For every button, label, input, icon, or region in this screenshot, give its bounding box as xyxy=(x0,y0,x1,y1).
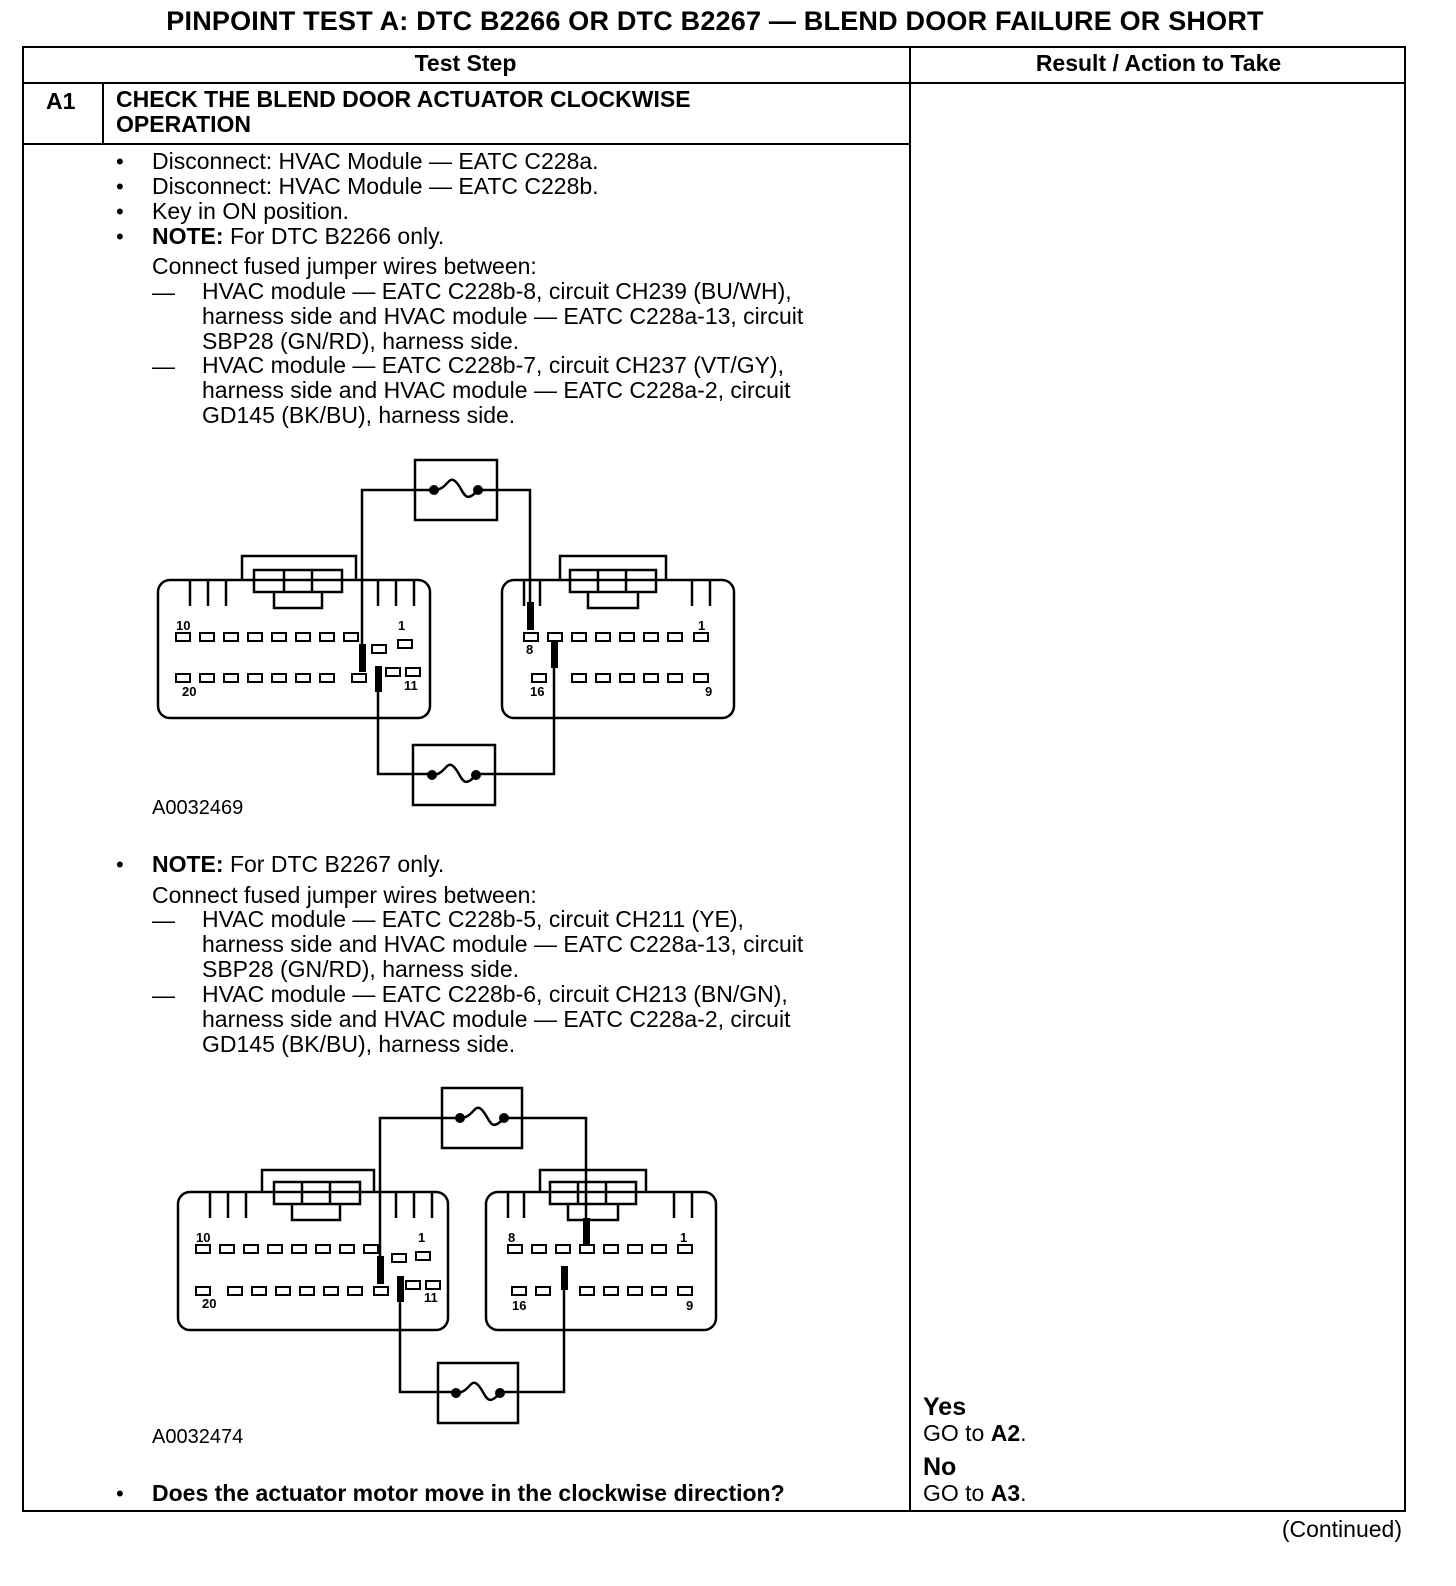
pin-label: 8 xyxy=(508,1230,515,1245)
bullet: • xyxy=(116,852,124,877)
page-title: PINPOINT TEST A: DTC B2266 OR DTC B2267 … xyxy=(166,6,1264,36)
pin-label: 1 xyxy=(398,618,405,633)
continued-label: (Continued) xyxy=(1281,1516,1402,1542)
instruction-key-on: Key in ON position. xyxy=(152,198,349,224)
wire-spec-line: harness side and HVAC module — EATC C228… xyxy=(202,377,791,403)
connector-c228b-outline xyxy=(484,1190,718,1332)
bullet: • xyxy=(116,174,124,199)
pin-label: 9 xyxy=(686,1298,693,1313)
wire-spec-line: harness side and HVAC module — EATC C228… xyxy=(202,931,804,957)
pin-label: 11 xyxy=(424,1290,438,1305)
wire-spec-line: harness side and HVAC module — EATC C228… xyxy=(202,303,804,329)
result-yes-label: Yes xyxy=(923,1393,967,1421)
wire-spec-line: SBP28 (GN/RD), harness side. xyxy=(202,956,520,982)
dash: — xyxy=(152,907,175,933)
bullet: • xyxy=(116,199,124,224)
jumper-wire-2 xyxy=(398,1272,566,1394)
connector-c228b-outline xyxy=(500,578,736,720)
connect-instruction: Connect fused jumper wires between: xyxy=(152,882,537,908)
pin-label: 16 xyxy=(512,1298,526,1313)
dash: — xyxy=(152,353,175,379)
latch-window xyxy=(252,568,344,594)
action-prefix: GO to xyxy=(923,1480,991,1506)
note-label: NOTE: xyxy=(152,851,224,877)
action-prefix: GO to xyxy=(923,1420,991,1446)
step-title: CHECK THE BLEND DOOR ACTUATOR CLOCKWISE … xyxy=(116,87,876,137)
header-divider xyxy=(22,82,1406,84)
wire-spec-line: GD145 (BK/BU), harness side. xyxy=(202,1031,516,1057)
dash: — xyxy=(152,279,175,305)
goto-a3-link[interactable]: A3 xyxy=(990,1480,1021,1506)
goto-a2-link[interactable]: A2 xyxy=(990,1420,1021,1446)
jumper-wire-1 xyxy=(378,1116,588,1270)
note-b2266: NOTE: For DTC B2266 only. xyxy=(152,224,444,249)
connector-latch xyxy=(240,554,358,580)
step-title-divider xyxy=(22,143,911,145)
result-no-label: No xyxy=(923,1453,957,1481)
connect-instruction: Connect fused jumper wires between: xyxy=(152,253,537,279)
pin-label: 1 xyxy=(680,1230,687,1245)
connector-c228a-outline xyxy=(176,1190,450,1332)
wire-spec-line: HVAC module — EATC C228b-7, circuit CH23… xyxy=(202,352,784,378)
pin-label: 20 xyxy=(182,684,196,699)
pin-label: 10 xyxy=(196,1230,210,1245)
header-result: Result / Action to Take xyxy=(1035,50,1282,76)
bullet: • xyxy=(116,224,124,249)
figure-id: A0032474 xyxy=(152,1426,244,1448)
header-test-step: Test Step xyxy=(414,50,517,76)
step-title-line: CHECK THE BLEND DOOR ACTUATOR CLOCKWISE xyxy=(116,86,691,112)
step-id: A1 xyxy=(46,88,76,114)
connector-c228a-outline xyxy=(156,578,432,720)
pin-label: 1 xyxy=(698,618,705,633)
wire-spec-line: HVAC module — EATC C228b-5, circuit CH21… xyxy=(202,906,744,932)
step-id-divider xyxy=(102,82,104,144)
wiring-diagram-b2266: 10 1 20 11 8 1 16 9 xyxy=(156,458,736,807)
note-b2267: NOTE: For DTC B2267 only. xyxy=(152,852,444,877)
test-table xyxy=(22,46,1406,1512)
pin-label: 11 xyxy=(404,678,418,693)
bullet: • xyxy=(116,1481,124,1506)
action-suffix: . xyxy=(1020,1480,1027,1506)
pin-label: 16 xyxy=(530,684,544,699)
pin-label: 9 xyxy=(705,684,712,699)
bullet: • xyxy=(116,149,124,174)
result-no-action: GO to A3. xyxy=(923,1480,1027,1507)
instruction-disconnect-b: Disconnect: HVAC Module — EATC C228b. xyxy=(152,173,599,199)
dash: — xyxy=(152,982,175,1008)
note-text: For DTC B2266 only. xyxy=(223,223,445,249)
wire-spec-line: HVAC module — EATC C228b-6, circuit CH21… xyxy=(202,981,788,1007)
result-yes-action: GO to A2. xyxy=(923,1420,1027,1447)
pin-label: 1 xyxy=(418,1230,425,1245)
column-divider xyxy=(909,46,911,1512)
wire-spec-line: SBP28 (GN/RD), harness side. xyxy=(202,328,520,354)
action-suffix: . xyxy=(1020,1420,1027,1446)
wiring-diagram-b2267: 10 1 20 11 8 1 16 9 xyxy=(176,1086,718,1425)
wire-spec-line: HVAC module — EATC C228b-8, circuit CH23… xyxy=(202,278,792,304)
note-text: For DTC B2267 only. xyxy=(223,851,445,877)
instruction-disconnect-a: Disconnect: HVAC Module — EATC C228a. xyxy=(152,148,599,174)
test-question: Does the actuator motor move in the cloc… xyxy=(152,1480,785,1506)
pin-label: 10 xyxy=(176,618,190,633)
pin-label: 8 xyxy=(526,642,533,657)
pin-label: 20 xyxy=(202,1296,216,1311)
jumper-wire-2 xyxy=(376,642,556,776)
wire-spec-line: harness side and HVAC module — EATC C228… xyxy=(202,1006,791,1032)
note-label: NOTE: xyxy=(152,223,224,249)
figure-id: A0032469 xyxy=(152,797,244,819)
wire-spec-line: GD145 (BK/BU), harness side. xyxy=(202,402,516,428)
jumper-wire-1 xyxy=(360,488,532,658)
step-title-line: OPERATION xyxy=(116,111,252,137)
